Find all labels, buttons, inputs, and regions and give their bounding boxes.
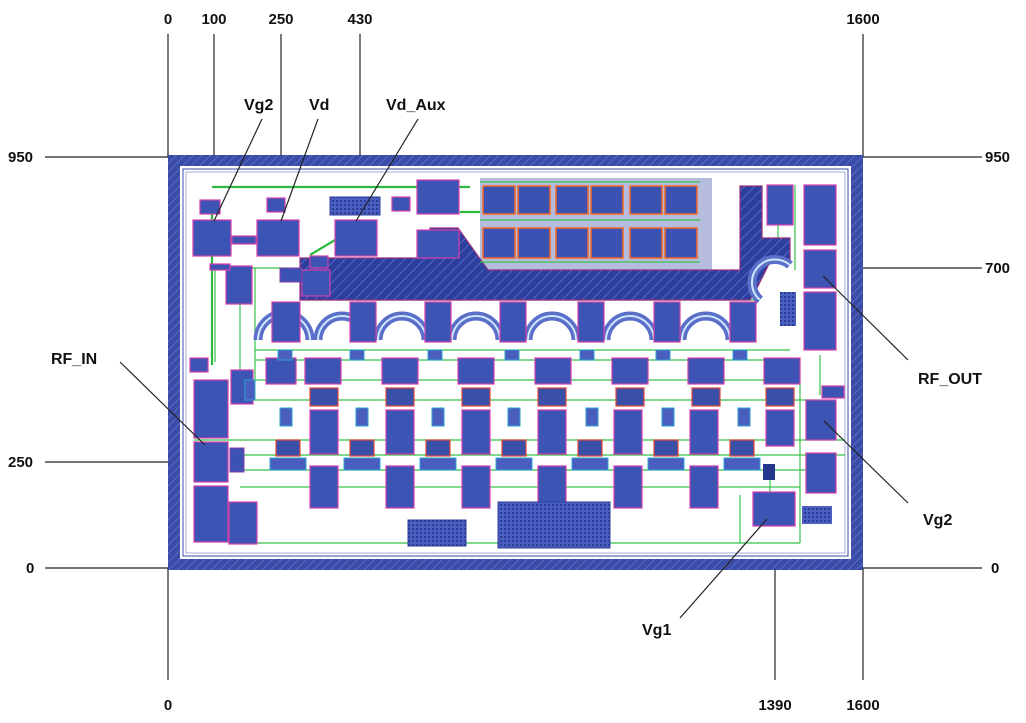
dim-right-950: 950 [985,149,1010,166]
label-vg2-top: Vg2 [244,97,273,114]
vg1-pad [752,491,796,527]
logo-marks [407,501,611,549]
label-vd: Vd [309,97,329,114]
label-vg2-right: Vg2 [923,512,952,529]
dim-top-250: 250 [268,11,293,28]
dim-left-0: 0 [26,560,34,577]
label-vd-aux: Vd_Aux [386,97,446,114]
vg2-pad [192,219,232,257]
input-pads [193,369,258,545]
label-rf-out: RF_OUT [918,371,982,388]
dim-left-250: 250 [8,454,33,471]
vd-aux-pad [334,219,378,257]
dim-right-700: 700 [985,260,1010,277]
output-pads [766,184,845,524]
stage-pads-lower [269,409,796,527]
dim-right-0: 0 [991,560,999,577]
pin-leaders [119,118,909,619]
label-rf-in: RF_IN [51,351,97,368]
dim-bottom-1390: 1390 [758,697,791,714]
transistor-cells [244,349,801,427]
capacitor-array [480,181,700,263]
dim-bottom-0: 0 [164,697,172,714]
dim-top-100: 100 [201,11,226,28]
dim-top-1600: 1600 [846,11,879,28]
dim-top-0: 0 [164,11,172,28]
dim-top-430: 430 [347,11,372,28]
vd-pad [256,219,300,257]
label-vg1: Vg1 [642,622,671,639]
dimension-lines [45,34,982,680]
stage-pads-upper [271,301,757,343]
dim-bottom-1600: 1600 [846,697,879,714]
dim-left-950: 950 [8,149,33,166]
